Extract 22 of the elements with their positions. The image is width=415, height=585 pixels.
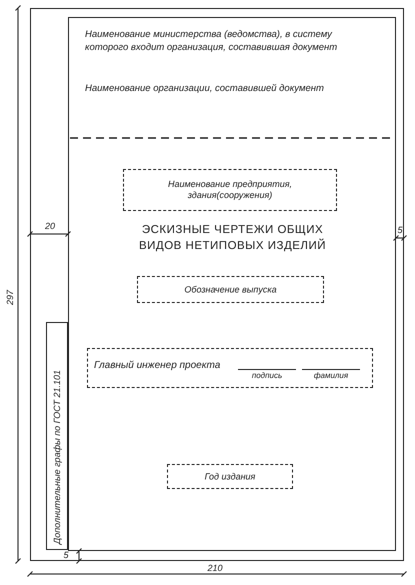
signature-field-box xyxy=(87,348,373,388)
field-label: Наименование предприятия, здания(сооружения) xyxy=(166,179,294,201)
field-label: Главный инженер проекта xyxy=(94,360,220,372)
signature-line-caption: подпись xyxy=(238,369,296,380)
header-text: Наименование организации, составившей документ xyxy=(85,82,325,95)
header-text: Наименование министерства (ведомства), в систему которого входит организация, составившая документ xyxy=(85,28,338,54)
dimension-value: 5 xyxy=(62,549,70,561)
side-strip xyxy=(46,322,68,550)
dimension-value: 210 xyxy=(206,562,224,574)
field-label: Год издания xyxy=(204,471,256,482)
signature-line-caption: фамилия xyxy=(302,369,360,380)
frame-outline xyxy=(68,16,396,550)
dimension-value: 20 xyxy=(44,220,56,232)
field-label: Обозначение выпуска xyxy=(183,284,278,295)
text-field-box xyxy=(137,276,324,303)
title-text: ЭСКИЗНЫЕ ЧЕРТЕЖИ ОБЩИХ ВИДОВ НЕТИПОВЫХ ИЗДЕЛИЙ xyxy=(138,223,327,254)
text-field-box xyxy=(167,464,293,489)
strip-label: Дополнительные графы по ГОСТ 21.101 xyxy=(50,370,63,544)
text-field-box xyxy=(123,169,337,211)
sheet-outline xyxy=(30,8,404,561)
dimension-value: 297 xyxy=(4,290,16,306)
dimension-value: 5 xyxy=(396,224,404,236)
